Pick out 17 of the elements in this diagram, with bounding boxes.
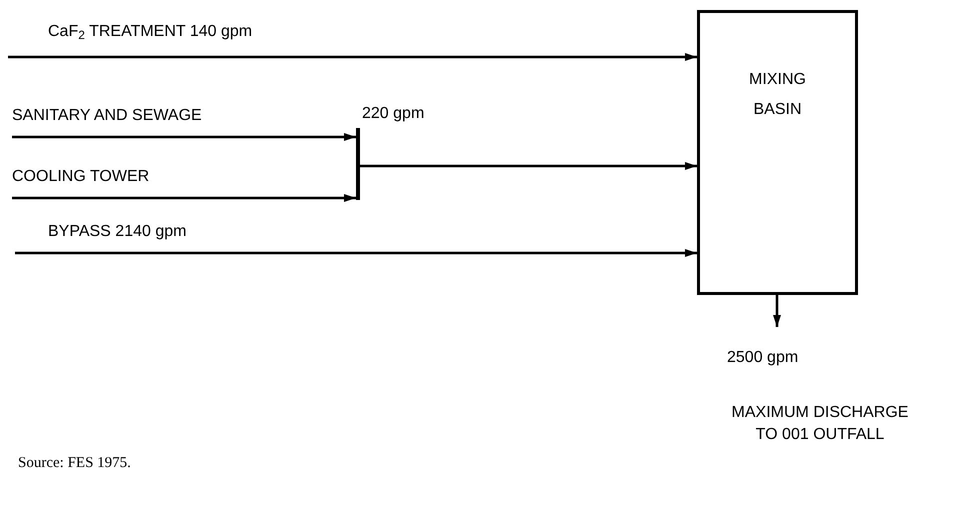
edge-label: 2500 gpm <box>727 348 798 368</box>
flow-arrow <box>360 162 697 170</box>
edge-label: BYPASS 2140 gpm <box>48 222 186 242</box>
flow-arrow <box>12 133 356 141</box>
junction-bar <box>356 128 360 200</box>
basin-box <box>697 10 858 295</box>
flow-arrow <box>8 53 697 61</box>
edge-label: COOLING TOWER <box>12 167 150 187</box>
edge-label: SANITARY AND SEWAGE <box>12 106 202 126</box>
flow-arrow <box>15 249 697 257</box>
flow-arrow <box>12 194 356 202</box>
edge-label: 220 gpm <box>362 104 424 124</box>
note-text: MAXIMUM DISCHARGE TO 001 OUTFALL <box>730 403 910 445</box>
flow-arrow <box>773 295 781 327</box>
edge-label: CaF$_{2}$ TREATMENT 140 gpm <box>48 22 252 42</box>
node-label: MIXING BASIN <box>748 70 807 120</box>
caption: Source: FES 1975. <box>18 454 131 473</box>
